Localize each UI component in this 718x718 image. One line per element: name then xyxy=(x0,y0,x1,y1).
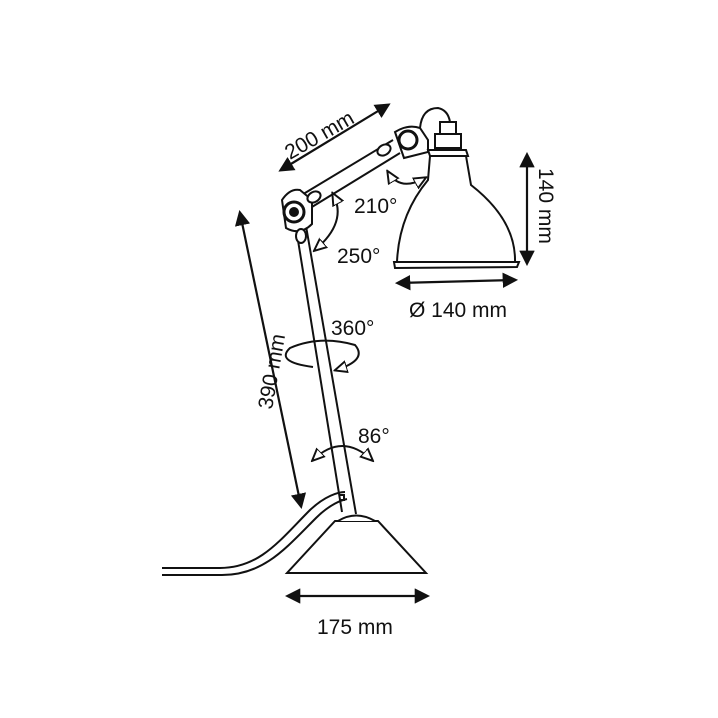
elbow-arrow xyxy=(315,194,338,250)
lower-arm xyxy=(295,225,357,515)
shade-tilt-arrow xyxy=(388,172,425,184)
base-tilt-angle-label: 86° xyxy=(358,425,390,448)
base-tilt-arrow xyxy=(313,445,372,460)
rotation-arrow xyxy=(284,339,360,370)
lower-arm-length-label: 390 mm xyxy=(254,332,290,411)
shade-diameter-label: Ø 140 mm xyxy=(409,299,507,322)
elbow-angle-label: 250° xyxy=(337,245,380,268)
lamp-shade xyxy=(392,155,521,270)
rotation-angle-label: 360° xyxy=(331,317,374,340)
base-diameter-label: 175 mm xyxy=(317,616,393,639)
shade-height-label: 140 mm xyxy=(534,168,557,244)
upper-arm-length-label: 200 mm xyxy=(281,106,358,164)
elbow-joint xyxy=(280,188,322,244)
upper-arm-dim-arrow xyxy=(278,103,391,172)
angle-arrows xyxy=(284,172,425,460)
shade-joint xyxy=(376,106,470,160)
lamp-base xyxy=(284,514,429,574)
power-cable xyxy=(162,491,348,576)
shade-diameter-dim-arrow xyxy=(394,272,519,291)
dimension-arrows xyxy=(234,103,535,604)
shade-tilt-angle-label: 210° xyxy=(354,195,397,218)
lower-arm-dim-arrow xyxy=(234,209,307,510)
